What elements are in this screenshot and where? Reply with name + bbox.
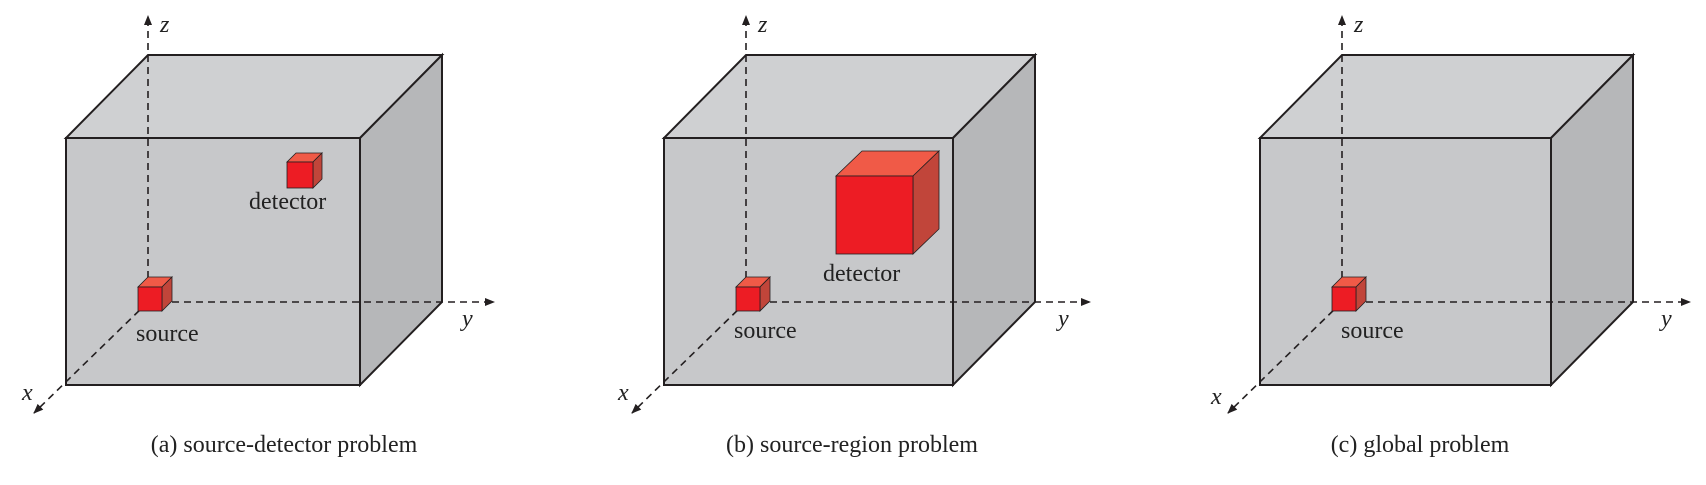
panel-b-diagram: z y x source detector <box>617 12 1091 414</box>
y-axis-label: y <box>1659 306 1672 332</box>
detector-cube <box>286 152 323 189</box>
z-axis-label: z <box>1353 12 1364 38</box>
source-cube <box>1331 276 1367 312</box>
panel-global: z y x source (c) global problem <box>1136 0 1704 485</box>
caption-c: (c) global problem <box>1330 432 1510 458</box>
box-front-face <box>1259 137 1552 386</box>
x-axis-label: x <box>617 380 629 406</box>
x-axis <box>1227 301 1343 414</box>
source-label: source <box>1341 318 1404 344</box>
box-front-face <box>65 137 361 386</box>
z-axis-label: z <box>159 12 170 38</box>
detector-label: detector <box>823 261 900 287</box>
panel-source-region: z y x source detector (b) source-region … <box>568 0 1136 485</box>
y-axis-label: y <box>460 306 473 332</box>
z-axis-label: z <box>757 12 768 38</box>
x-axis-label: x <box>21 380 33 406</box>
source-cube <box>137 276 173 312</box>
x-axis-label: x <box>1210 384 1222 410</box>
y-axis-label: y <box>1056 306 1069 332</box>
detector-region-cube <box>835 150 940 255</box>
caption-b: (b) source-region problem <box>726 432 978 458</box>
panel-c-diagram: z y x source <box>1210 12 1691 414</box>
x-axis <box>33 301 149 414</box>
caption-a: (a) source-detector problem <box>150 432 418 458</box>
source-cube <box>735 276 771 312</box>
x-axis <box>631 301 747 414</box>
source-label: source <box>136 321 199 347</box>
detector-label: detector <box>249 189 326 215</box>
panel-source-detector: z y x source detector (a) source-detecto… <box>0 0 568 485</box>
source-label: source <box>734 318 797 344</box>
panel-a-diagram: z y x source detector <box>21 12 495 414</box>
